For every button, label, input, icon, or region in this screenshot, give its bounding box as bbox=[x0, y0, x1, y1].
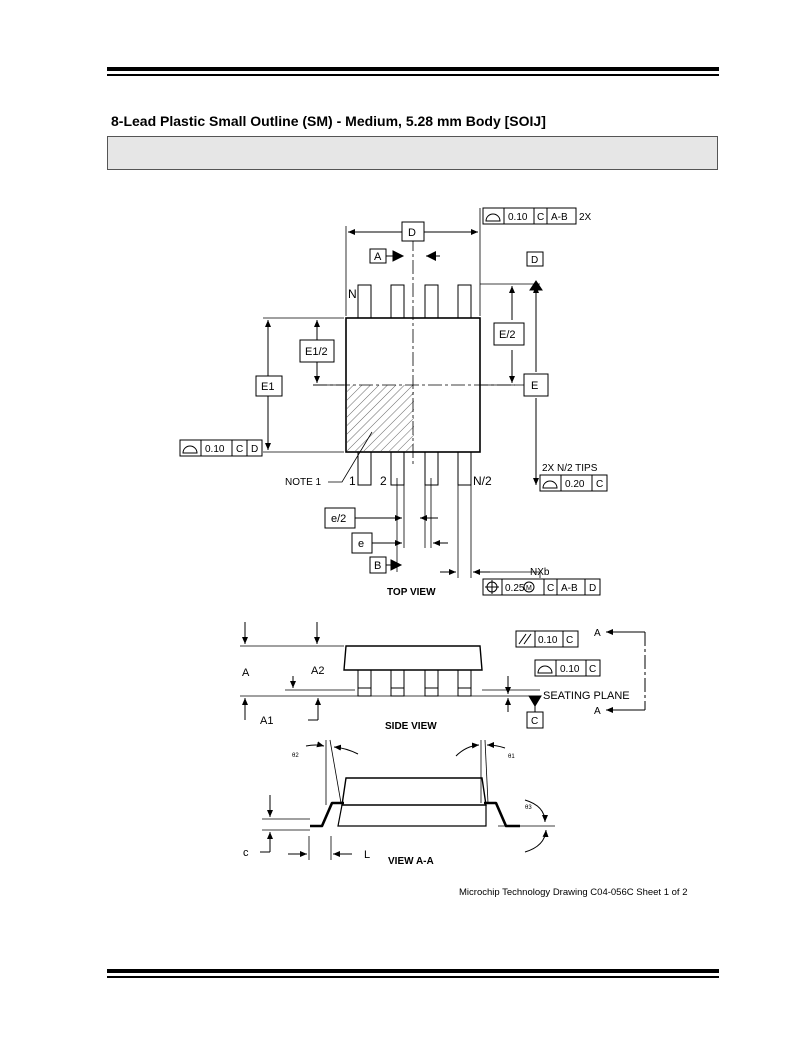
datum-A-box bbox=[369, 248, 387, 264]
side-view-caption: SIDE VIEW bbox=[385, 721, 437, 732]
label-N: N bbox=[348, 287, 357, 301]
bottom-rule-thin bbox=[107, 976, 719, 978]
fcf-top-datum2: A-B bbox=[551, 212, 568, 223]
dim-E1-half-box bbox=[299, 339, 335, 363]
top-view bbox=[263, 208, 543, 578]
dim-E1-box bbox=[255, 375, 283, 397]
dim-E-label: E bbox=[531, 380, 538, 392]
section-A-top: A bbox=[594, 628, 601, 639]
datum-D-box bbox=[526, 251, 544, 267]
theta3-label: θ3 bbox=[525, 805, 532, 811]
fcf-flat-value: 0.10 bbox=[560, 664, 580, 675]
datum-C-label: C bbox=[531, 716, 538, 727]
fcf-top-value: 0.10 bbox=[508, 212, 528, 223]
fcf-left-datum1: C bbox=[236, 444, 243, 455]
dim-e-box bbox=[351, 532, 373, 554]
lead-bottom bbox=[357, 451, 372, 486]
note1-label: NOTE 1 bbox=[285, 477, 322, 488]
dim-E1-label: E1 bbox=[261, 381, 274, 393]
fcf-pos-datum2: A-B bbox=[561, 583, 578, 594]
theta2-label: θ2 bbox=[292, 753, 299, 759]
dim-c-label: c bbox=[243, 847, 249, 859]
page-title: 8-Lead Plastic Small Outline (SM) - Medi… bbox=[111, 113, 546, 129]
fcf-pos-value: 0.25 bbox=[505, 583, 525, 594]
fcf-top-datum1: C bbox=[537, 212, 544, 223]
datum-B-label: B bbox=[374, 560, 381, 572]
fcf-position bbox=[482, 578, 601, 596]
nxb-label: NXb bbox=[530, 567, 550, 578]
profile-symbol-icon bbox=[542, 480, 558, 489]
profile-symbol-icon bbox=[537, 665, 553, 674]
bottom-rule-thick bbox=[107, 969, 719, 973]
fcf-top-suffix: 2X bbox=[579, 212, 592, 223]
lead-top bbox=[457, 284, 472, 319]
drawing-credit: Microchip Technology Drawing C04-056C Sh… bbox=[459, 887, 688, 898]
dim-e-half-box bbox=[324, 507, 356, 529]
dim-e-half-label: e/2 bbox=[331, 513, 346, 525]
dim-L-label: L bbox=[364, 849, 370, 861]
lead-top bbox=[357, 284, 372, 319]
header-band bbox=[107, 136, 718, 170]
dim-A1-label: A1 bbox=[260, 715, 273, 727]
view-a-a bbox=[260, 739, 555, 860]
label-pin-1: 1 bbox=[349, 474, 356, 488]
fcf-parallel-value: 0.10 bbox=[538, 635, 558, 646]
dim-D-box bbox=[401, 221, 425, 242]
dim-E-half-box bbox=[493, 322, 525, 346]
lead-bottom bbox=[390, 451, 405, 486]
profile-symbol-icon bbox=[182, 445, 198, 454]
fcf-top bbox=[482, 207, 577, 225]
section-A-bottom: A bbox=[594, 706, 601, 717]
label-N2: N/2 bbox=[473, 474, 492, 488]
top-rule-thick bbox=[107, 67, 719, 71]
lead-bottom bbox=[424, 451, 439, 486]
dim-A2-label: A2 bbox=[311, 665, 324, 677]
lead-bottom bbox=[457, 451, 472, 486]
fcf-tips-value: 0.20 bbox=[565, 479, 585, 490]
datum-B-box bbox=[369, 556, 387, 574]
datum-C-box bbox=[526, 711, 544, 729]
fcf-pos-modifier: M bbox=[526, 585, 532, 592]
fcf-pos-datum1: C bbox=[547, 583, 554, 594]
tips-label: 2X N/2 TIPS bbox=[542, 463, 598, 474]
datum-D-label: D bbox=[531, 255, 538, 266]
dim-e-label: e bbox=[358, 538, 364, 550]
lead-top bbox=[390, 284, 405, 319]
lead-top bbox=[424, 284, 439, 319]
datum-A-label: A bbox=[374, 251, 382, 263]
fcf-parallel-datum1: C bbox=[566, 635, 573, 646]
fcf-pos-datum3: D bbox=[589, 583, 596, 594]
theta1-label: θ1 bbox=[508, 754, 515, 760]
seating-plane-label: SEATING PLANE bbox=[543, 690, 630, 702]
fcf-flat-datum1: C bbox=[589, 664, 596, 675]
dim-E1-half-label: E1/2 bbox=[305, 346, 328, 358]
view-aa-caption: VIEW A-A bbox=[388, 856, 434, 867]
fcf-tips-datum1: C bbox=[596, 479, 603, 490]
fcf-left-datum2: D bbox=[251, 444, 258, 455]
side-view bbox=[240, 622, 646, 721]
fcf-left-value: 0.10 bbox=[205, 444, 225, 455]
label-pin-2: 2 bbox=[380, 474, 387, 488]
top-view-caption: TOP VIEW bbox=[387, 587, 436, 598]
dim-E-box bbox=[523, 373, 549, 397]
profile-symbol-icon bbox=[485, 213, 501, 222]
dim-A-label: A bbox=[242, 667, 250, 679]
pin1-hatch bbox=[347, 385, 414, 451]
parallel-symbol-icon bbox=[518, 633, 527, 645]
dim-E-half-label: E/2 bbox=[499, 329, 516, 341]
top-rule-thin bbox=[107, 74, 719, 76]
dim-D-label: D bbox=[408, 227, 416, 239]
fcf-flatness bbox=[534, 659, 601, 677]
